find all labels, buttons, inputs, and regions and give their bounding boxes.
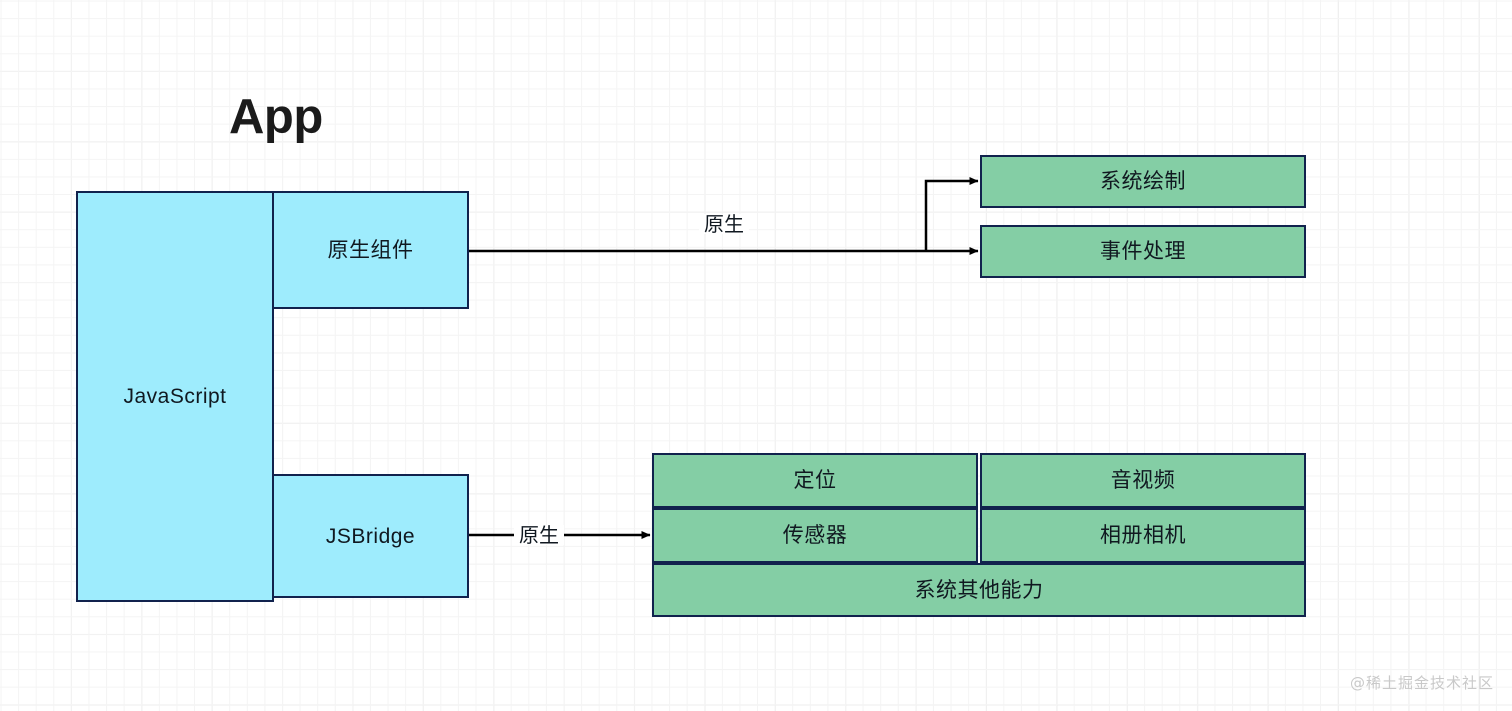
node-album-camera-label: 相册相机	[1100, 523, 1186, 547]
node-event-handling[interactable]: 事件处理	[980, 225, 1306, 278]
edge-label-native-bottom: 原生	[514, 525, 564, 545]
node-location-label: 定位	[793, 468, 837, 492]
node-sensor[interactable]: 传感器	[652, 508, 978, 563]
edge-label-native-top: 原生	[699, 214, 749, 234]
node-sensor-label: 传感器	[782, 523, 848, 547]
node-native-component[interactable]: 原生组件	[272, 191, 469, 309]
node-system-draw[interactable]: 系统绘制	[980, 155, 1306, 208]
edge-native-component-to-system-draw	[924, 177, 979, 251]
node-audio-video[interactable]: 音视频	[980, 453, 1306, 508]
node-other-system-capability-label: 系统其他能力	[914, 577, 1044, 602]
node-jsbridge[interactable]: JSBridge	[272, 474, 469, 598]
node-native-component-label: 原生组件	[327, 237, 414, 262]
node-javascript[interactable]: JavaScript	[76, 191, 274, 602]
node-album-camera[interactable]: 相册相机	[980, 508, 1306, 563]
node-audio-video-label: 音视频	[1110, 468, 1176, 492]
node-event-handling-label: 事件处理	[1100, 239, 1186, 263]
node-other-system-capability[interactable]: 系统其他能力	[652, 563, 1306, 617]
node-location[interactable]: 定位	[652, 453, 978, 508]
node-jsbridge-label: JSBridge	[325, 524, 416, 548]
node-system-draw-label: 系统绘制	[1100, 169, 1186, 193]
node-javascript-label: JavaScript	[123, 385, 227, 408]
page-title: App	[229, 90, 323, 144]
watermark: @稀土掘金技术社区	[1349, 674, 1494, 692]
